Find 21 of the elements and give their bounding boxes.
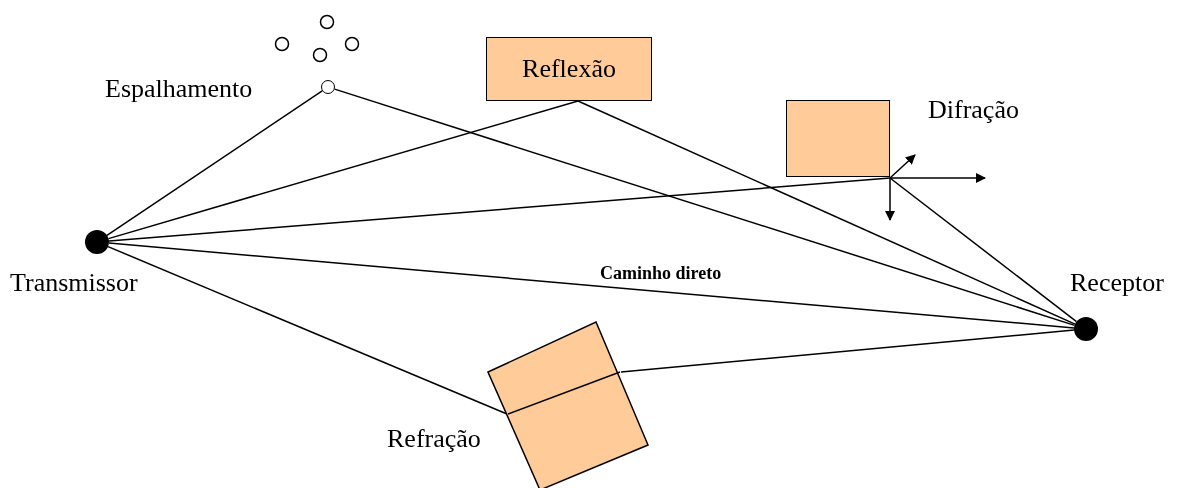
signal-path [577,100,1076,325]
reflector-box [486,37,652,101]
scatter-label: Espalhamento [105,74,253,104]
signal-path [620,329,1075,373]
node-label: Reflexão [522,54,616,84]
transmitter-dot [85,230,109,254]
signal-path [108,242,1075,329]
refraction-label: Refração [387,424,481,454]
signal-path [108,177,891,242]
diffraction-label: Difração [928,95,1019,125]
diffraction-obstacle [786,100,890,177]
scatter-particle [321,80,335,94]
signal-path [333,88,1076,327]
edge-label: Caminho direto [600,262,722,284]
receiver-label: Receptor [1070,268,1164,298]
receiver-dot [1074,317,1098,341]
signal-path [889,177,1078,323]
transmitter-label: Transmissor [10,268,138,298]
signal-path [107,100,579,240]
signal-path [106,90,323,237]
refraction-block [486,320,650,488]
